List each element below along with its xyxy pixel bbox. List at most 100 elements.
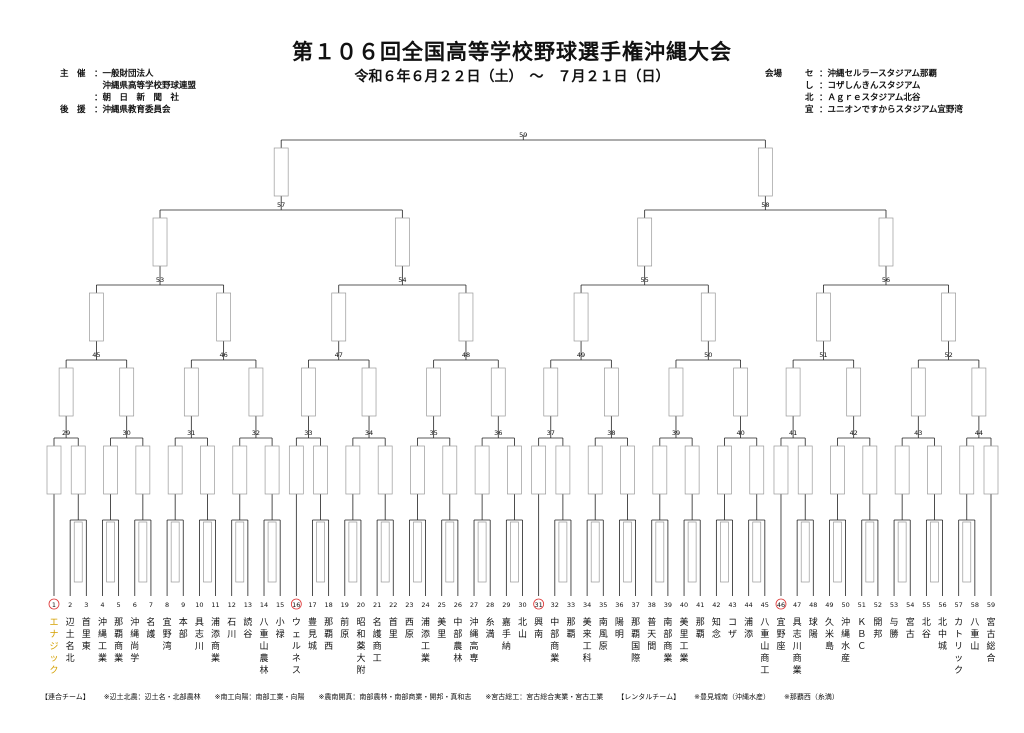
game-score-box: [345, 445, 361, 495]
organizer-label: 主 催: [60, 69, 86, 79]
team-name-char: 中: [453, 616, 462, 628]
team-name-char: Ｋ: [857, 618, 866, 628]
game-score-box: [89, 292, 104, 342]
footer-note: 【レンタルチーム】: [617, 693, 681, 701]
team-name-char: 南: [599, 616, 608, 628]
first-round-score-box: [897, 521, 907, 583]
team-number: 46: [777, 601, 785, 609]
first-round-score-box: [687, 521, 697, 583]
game-score-box: [983, 445, 999, 495]
team-number: 9: [181, 601, 185, 609]
team-name-char: 里: [389, 629, 398, 640]
team-name-char: 縄: [841, 629, 850, 640]
team-name-char: 業: [98, 652, 107, 664]
team-name-char: 宜: [776, 616, 785, 628]
team-name-char: 川: [195, 642, 204, 652]
game-score-box: [264, 445, 280, 495]
team-name-char: 米: [825, 628, 834, 640]
team-name-char: 美: [437, 616, 446, 628]
team-name-char: 北: [922, 617, 931, 628]
team-name-char: 谷: [243, 629, 252, 640]
organizers-block: 主 催：一般財団法人 沖縄県高等学校野球連盟 ：朝 日 新 聞 社 後 援：沖縄…: [60, 68, 196, 116]
team-name-char: 知: [712, 616, 721, 628]
game-score-box: [604, 367, 619, 417]
team-number: 18: [324, 601, 332, 609]
team-number: 25: [438, 601, 446, 609]
team-name-char: 産: [841, 652, 850, 664]
team-name-char: 那: [696, 617, 705, 628]
game-score-box: [119, 367, 135, 417]
footer-note: ※宮古総工：宮古総合実業・宮古工業: [485, 693, 604, 701]
team-number: 43: [728, 601, 736, 609]
game-score-box: [862, 445, 878, 495]
team-name-char: 読: [243, 616, 252, 628]
team-name-char: 工: [98, 642, 107, 652]
team-name-char: 嘉: [502, 616, 511, 628]
team-number: 29: [502, 601, 510, 609]
team-name-char: 専: [470, 652, 479, 664]
team-number: 57: [955, 601, 963, 609]
team-name-char: 川: [793, 642, 802, 652]
game-score-box: [216, 292, 231, 342]
team-name-char: 原: [405, 629, 414, 640]
team-name-char: 那: [566, 617, 575, 628]
team-name-char: 工: [583, 642, 592, 652]
team-number: 24: [421, 601, 429, 609]
team-name-char: 覇: [696, 629, 705, 640]
team-name-char: 覇: [324, 629, 333, 640]
team-name-char: 宮: [906, 616, 915, 628]
team-name-char: 商: [663, 640, 672, 652]
team-name-char: 古: [986, 628, 995, 640]
team-name-char: 北: [66, 653, 75, 664]
first-round-score-box: [623, 521, 632, 583]
game-score-box: [426, 367, 441, 417]
team-number: 51: [858, 601, 866, 609]
team-number: 55: [922, 601, 930, 609]
team-name-char: 沖: [470, 616, 479, 628]
team-number: 26: [454, 601, 462, 609]
sponsor-value: ：沖縄県教育委員会: [94, 105, 171, 115]
game-score-box: [941, 292, 956, 342]
game-score-box: [474, 445, 490, 495]
seed-circle: [290, 598, 302, 610]
team-name-char: 浦: [211, 616, 220, 628]
team-name-char: Ｃ: [857, 642, 866, 652]
seed-circle: [775, 598, 787, 610]
team-number: 45: [761, 601, 769, 609]
game-score-box: [394, 217, 410, 267]
team-name-char: 水: [841, 640, 850, 652]
team-name-char: 農: [260, 652, 269, 664]
team-number: 36: [615, 601, 623, 609]
team-name-char: 野: [776, 629, 785, 640]
game-score-box: [927, 445, 942, 495]
first-round-score-box: [655, 521, 665, 583]
team-name-char: 里: [437, 629, 446, 640]
first-round-score-box: [348, 521, 358, 583]
team-name-char: 浦: [421, 616, 430, 628]
team-name-char: 商: [550, 640, 559, 652]
team-name-char: 商: [211, 640, 220, 652]
game-score-box: [637, 217, 653, 267]
game-score-box: [70, 445, 86, 495]
team-number: 41: [696, 601, 704, 609]
first-round-score-box: [170, 521, 180, 583]
team-name-char: 南: [663, 616, 672, 628]
team-name-char: 昭: [356, 617, 365, 628]
team-name-char: 名: [373, 616, 382, 628]
game-score-box: [232, 445, 248, 495]
team-name-char: 里: [680, 629, 689, 640]
team-name-char: 工: [760, 666, 769, 676]
team-number: 39: [664, 601, 672, 609]
team-name-char: 部: [179, 628, 188, 640]
team-name-char: 山: [260, 641, 269, 652]
game-score-box: [200, 445, 215, 495]
game-score-box: [971, 367, 987, 417]
team-name-char: 来: [583, 629, 592, 640]
team-name-char: 部: [663, 628, 672, 640]
team-name-char: 大: [356, 652, 365, 664]
first-round-score-box: [203, 521, 212, 583]
team-name-char: 沖: [130, 616, 139, 628]
game-score-box: [878, 217, 894, 267]
team-name-char: 部: [453, 628, 462, 640]
